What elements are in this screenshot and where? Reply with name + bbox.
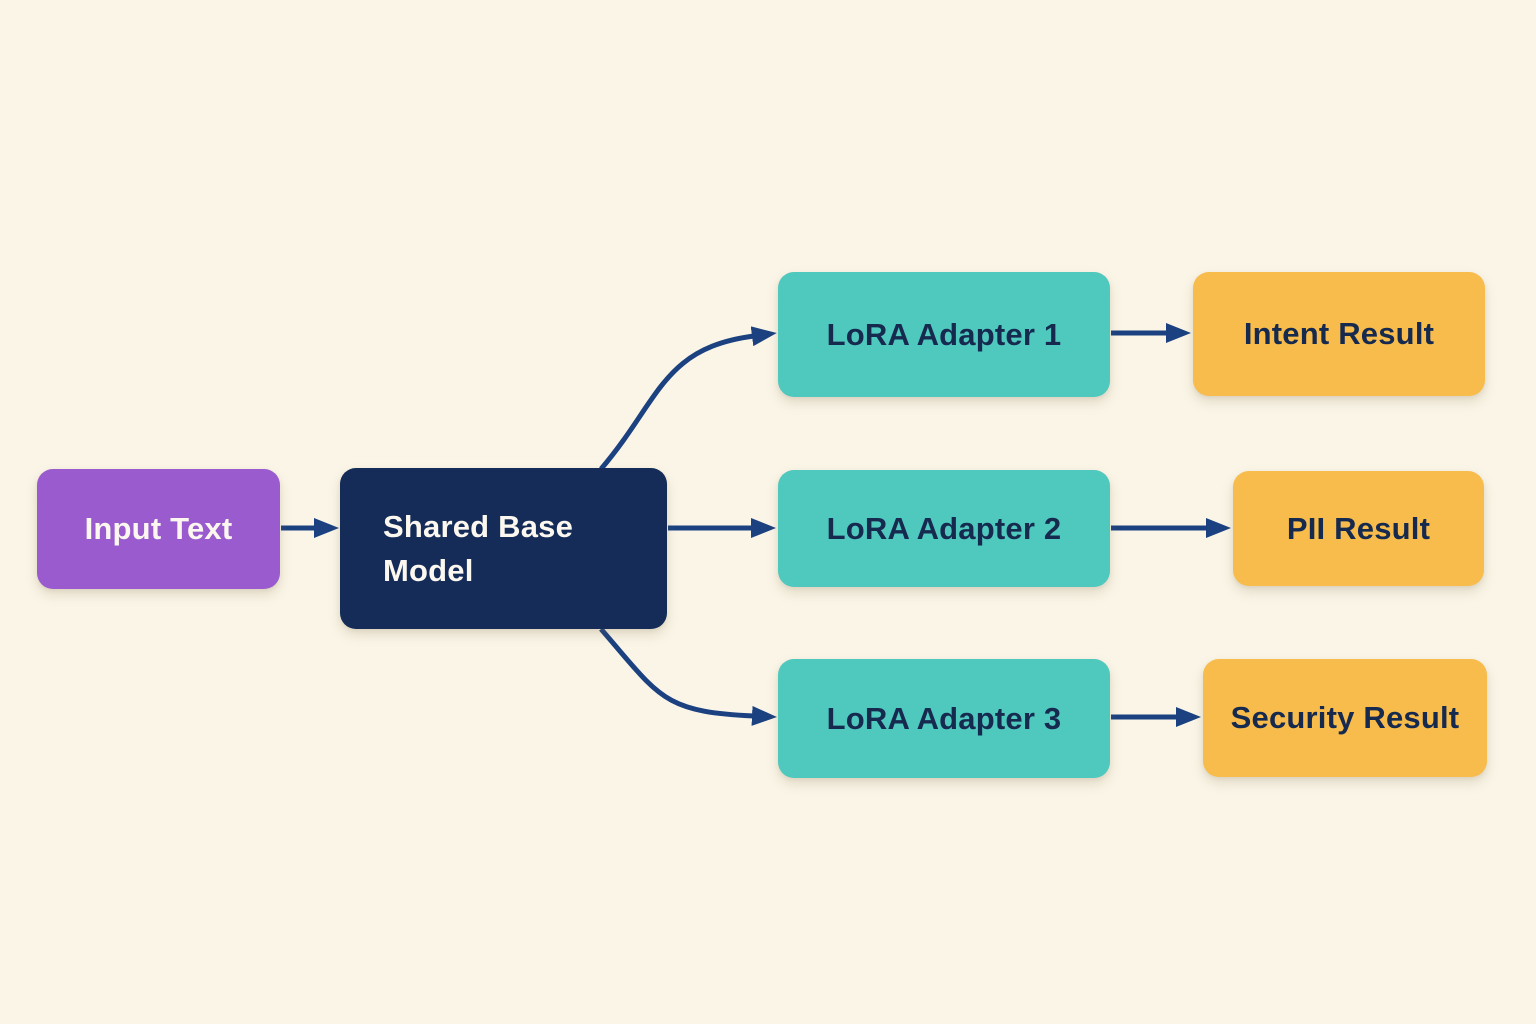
node-security-result: Security Result <box>1203 659 1487 777</box>
node-intent-result: Intent Result <box>1193 272 1485 396</box>
node-pii-result: PII Result <box>1233 471 1484 586</box>
node-lora-adapter-2: LoRA Adapter 2 <box>778 470 1110 587</box>
node-lora-adapter-3: LoRA Adapter 3 <box>778 659 1110 778</box>
edge-base-to-adapter3 <box>599 627 777 726</box>
node-input-text-label: Input Text <box>84 511 233 546</box>
node-lora-adapter-1-label: LoRA Adapter 1 <box>826 316 1062 352</box>
edge-base-to-adapter1 <box>599 326 777 471</box>
node-input-text: Input Text <box>37 469 280 589</box>
node-lora-adapter-2-label: LoRA Adapter 2 <box>826 510 1062 546</box>
node-security-result-label: Security Result <box>1230 700 1460 735</box>
node-shared-base-model: Shared Base Model <box>340 468 667 629</box>
node-pii-result-label: PII Result <box>1286 510 1431 546</box>
node-lora-adapter-3-label: LoRA Adapter 3 <box>826 700 1062 736</box>
node-lora-adapter-1: LoRA Adapter 1 <box>778 272 1110 397</box>
node-intent-result-label: Intent Result <box>1243 316 1435 351</box>
node-shared-base-model-label: Shared Base Model <box>383 509 574 588</box>
